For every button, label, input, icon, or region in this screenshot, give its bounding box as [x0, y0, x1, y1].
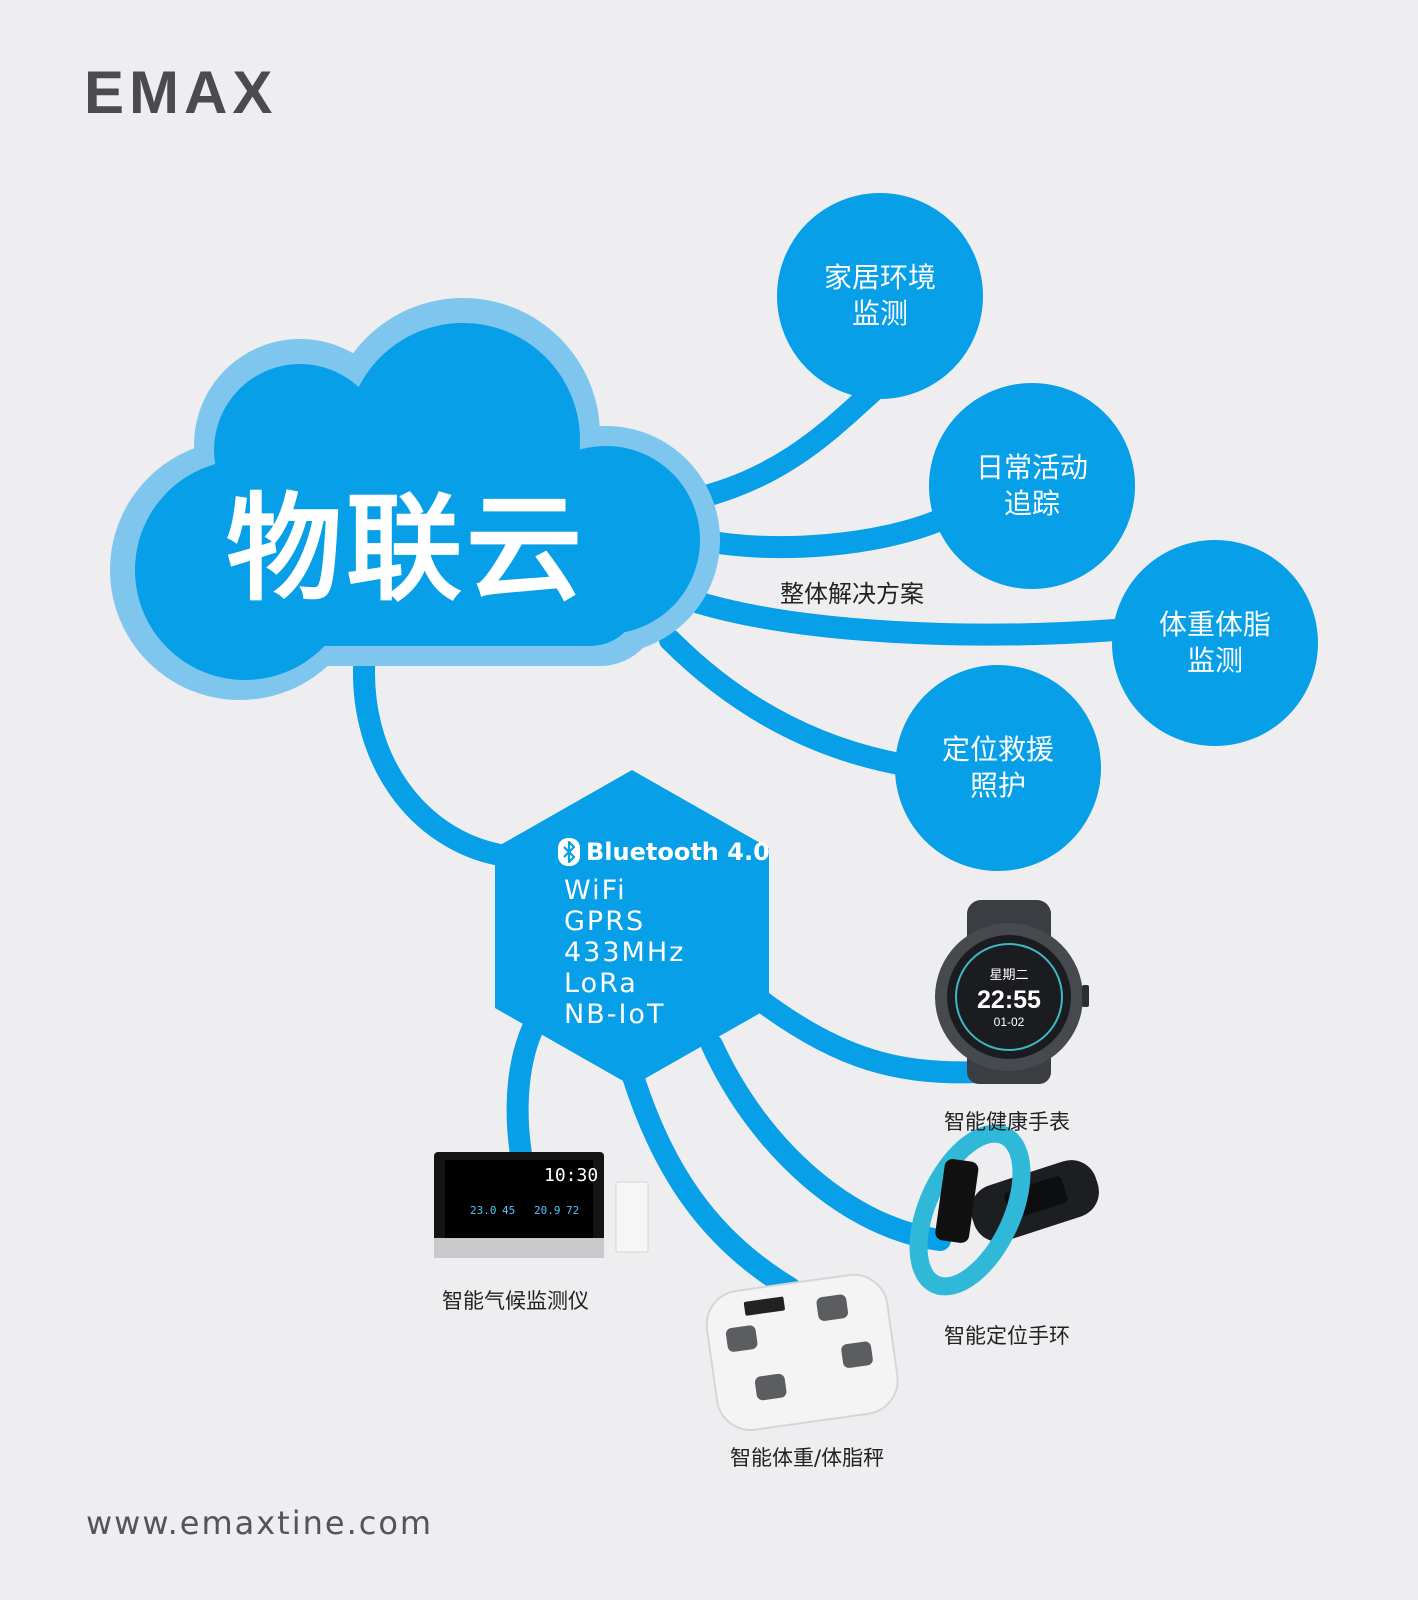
bluetooth-icon — [558, 838, 580, 866]
bluetooth-label: Bluetooth 4.0 — [586, 838, 770, 866]
device-label-band: 智能定位手环 — [944, 1324, 1070, 1348]
fitness-band-image — [909, 1124, 1099, 1296]
line-activity — [689, 509, 951, 559]
circle-label-home-env: 家居环境 监测 — [823, 261, 936, 330]
device-label-watch: 智能健康手表 — [944, 1110, 1070, 1134]
website-url: www.emaxtine.com — [86, 1504, 434, 1542]
brand-logo: EMAX — [84, 59, 278, 126]
weather-temp-in: 23.0 — [470, 1204, 497, 1217]
connectivity-item: LoRa — [564, 968, 638, 999]
watch-time: 22:55 — [977, 986, 1041, 1014]
circle-label-weight: 体重体脂 监测 — [1158, 608, 1271, 677]
weather-time: 10:30 — [544, 1165, 598, 1186]
line-rescue — [659, 629, 916, 776]
line-band — [701, 1034, 951, 1251]
circle-label-activity: 日常活动 追踪 — [975, 451, 1088, 520]
device-label-scale: 智能体重/体脂秤 — [730, 1446, 885, 1470]
circle-label-rescue: 定位救援 照护 — [941, 733, 1054, 802]
circle-home-env — [777, 193, 983, 399]
body-scale-image — [705, 1273, 899, 1431]
line-weather — [506, 1019, 543, 1171]
weather-station-image: 10:30 23.0 45 20.9 72 — [434, 1152, 649, 1258]
connectivity-list: WiFi GPRS 433MHz LoRa NB-IoT — [564, 875, 685, 1030]
circle-weight — [1112, 540, 1318, 746]
circle-rescue — [895, 665, 1101, 871]
connector-lines — [353, 381, 1126, 1299]
line-scale — [617, 1049, 801, 1299]
line-weight — [679, 589, 1126, 646]
connectivity-item: 433MHz — [564, 937, 686, 968]
line-watch — [749, 989, 991, 1084]
smart-watch-image: 星期二 22:55 01-02 — [935, 900, 1089, 1084]
line-hub — [353, 639, 511, 866]
circle-activity — [929, 383, 1135, 589]
device-label-weather: 智能气候监测仪 — [442, 1289, 589, 1313]
cloud-title: 物联云 — [226, 482, 586, 617]
connectivity-item: WiFi — [564, 875, 627, 906]
cloud — [110, 298, 720, 700]
connectivity-item: GPRS — [564, 906, 646, 937]
solution-label: 整体解决方案 — [780, 580, 924, 608]
connectivity-item: NB-IoT — [564, 999, 666, 1030]
watch-weekday: 星期二 — [989, 967, 1028, 982]
line-home — [679, 381, 883, 511]
weather-temp-out: 20.9 — [534, 1204, 561, 1217]
watch-date: 01-02 — [994, 1015, 1025, 1029]
bluetooth-row: Bluetooth 4.0 — [558, 838, 770, 866]
weather-hum-out: 72 — [566, 1204, 579, 1217]
weather-hum-in: 45 — [502, 1204, 515, 1217]
